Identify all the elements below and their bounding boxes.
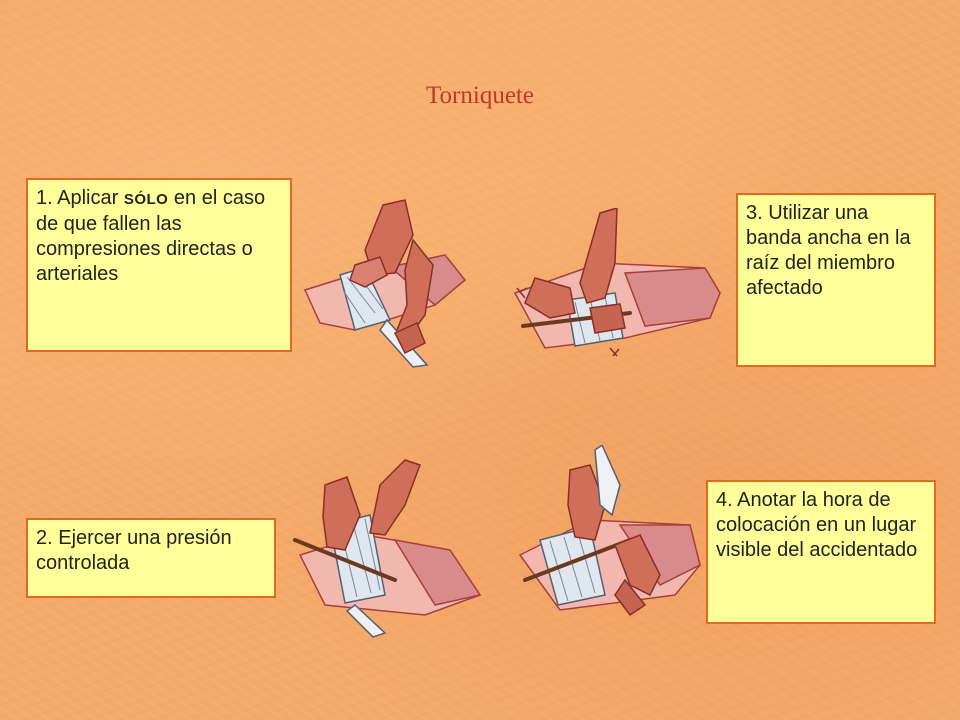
- tourniquet-step-1-image: [303, 199, 467, 368]
- step-3-box: 3. Utilizar una banda ancha en la raíz d…: [736, 193, 936, 367]
- step-1-suffix: en el caso de que fallen las compresione…: [36, 187, 266, 285]
- step-1-prefix: 1. Aplicar: [36, 187, 124, 209]
- step-2-box: 2. Ejercer una presión controlada: [26, 518, 276, 598]
- tourniquet-step-4-image: [518, 445, 701, 617]
- step-3-text: 3. Utilizar una banda ancha en la raíz d…: [746, 202, 911, 299]
- step-4-text: 4. Anotar la hora de colocación en un lu…: [716, 489, 918, 561]
- step-4-box: 4. Anotar la hora de colocación en un lu…: [706, 480, 936, 624]
- page-title: Torniquete: [426, 82, 534, 109]
- tourniquet-step-3-image: [513, 208, 721, 357]
- step-2-text: 2. Ejercer una presión controlada: [36, 527, 232, 574]
- step-1-box: 1. Aplicar SÓLO en el caso de que fallen…: [26, 178, 292, 352]
- tourniquet-step-2-image: [293, 459, 482, 638]
- step-1-emphasis: SÓLO: [123, 191, 169, 208]
